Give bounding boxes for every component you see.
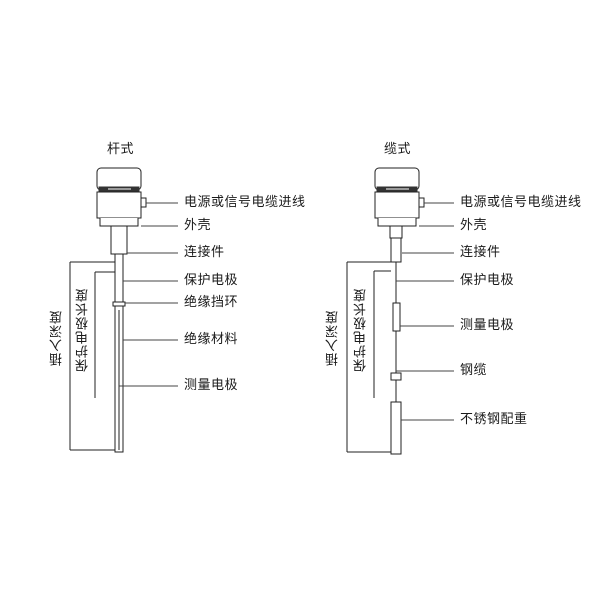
rod-label-measure-electrode: 测量电极 — [184, 378, 239, 393]
cable-label-housing: 外壳 — [460, 218, 488, 233]
cable-label-weight: 不锈钢配重 — [460, 412, 528, 427]
rod-label-power-cable: 电源或信号电缆进线 — [184, 195, 306, 210]
cable-label-steel-cable: 钢缆 — [460, 363, 488, 378]
rod-type-title: 杆式 — [107, 142, 135, 157]
rod-dim-insert-depth: 插入深度 — [50, 310, 65, 366]
cable-dimension-lines — [346, 261, 392, 453]
rod-label-protect-electrode: 保护电极 — [184, 273, 239, 288]
cable-type-title: 缆式 — [384, 142, 412, 157]
cable-dim-insert-depth: 插入深度 — [326, 310, 341, 366]
rod-dim-protect-length: 保护电极长度 — [76, 288, 91, 372]
cable-label-connector: 连接件 — [460, 245, 501, 260]
cable-label-power-cable: 电源或信号电缆进线 — [460, 195, 582, 210]
rod-dimension-lines — [69, 261, 115, 451]
rod-leader-lines — [119, 202, 178, 387]
rod-label-insulation-material: 绝缘材料 — [184, 332, 239, 347]
rod-probe-body — [96, 167, 147, 453]
cable-leader-lines — [396, 202, 454, 421]
cable-probe-body — [374, 167, 425, 455]
rod-label-insulation-ring: 绝缘挡环 — [184, 295, 239, 310]
cable-dim-protect-length: 保护电极长度 — [354, 288, 369, 372]
rod-label-housing: 外壳 — [184, 218, 212, 233]
rod-label-connector: 连接件 — [184, 245, 225, 260]
cable-label-protect-electrode: 保护电极 — [460, 273, 515, 288]
cable-label-measure-electrode: 测量电极 — [460, 318, 515, 333]
